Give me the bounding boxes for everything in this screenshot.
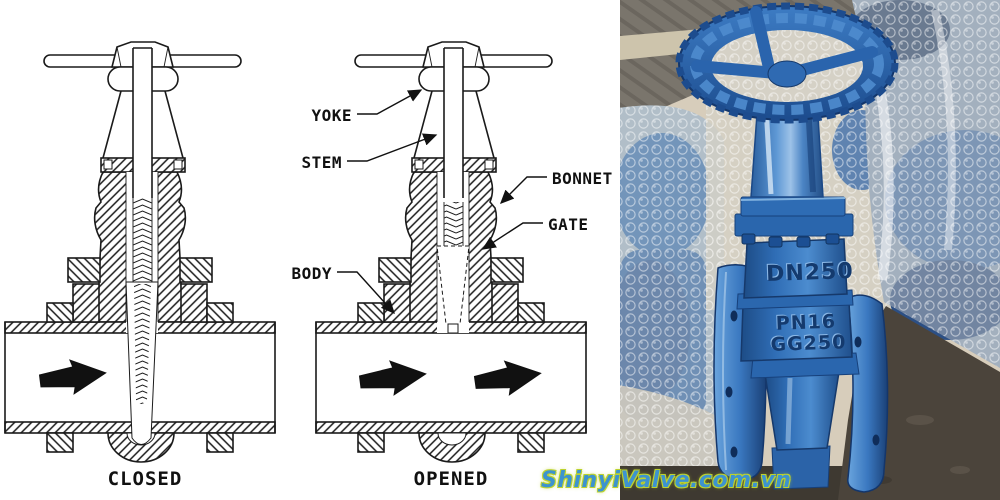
flow-arrow bbox=[38, 359, 107, 395]
blue-gate-valve: DN250 DN250 PN16 PN16 GG250 GG250 bbox=[675, 2, 899, 493]
label-bonnet: BONNET bbox=[552, 169, 613, 188]
wrapped-valves-right bbox=[850, 0, 1000, 368]
marking-material-relief: GG250 bbox=[769, 330, 846, 355]
marking-size: DN250 bbox=[766, 259, 854, 287]
valve-right-flange bbox=[847, 294, 889, 493]
part-labels: YOKE STEM BONNET GATE BODY bbox=[291, 89, 613, 315]
caption-opened: OPENED bbox=[414, 468, 489, 490]
label-gate: GATE bbox=[548, 215, 589, 234]
marking-material: GG250 bbox=[770, 331, 847, 356]
flow-arrow bbox=[358, 360, 427, 396]
marking-pressure: PN16 bbox=[775, 311, 836, 335]
watermark-text: ShinyiValve.com.vn bbox=[541, 468, 792, 493]
gate-valve-cross-section-diagram: YOKE STEM BONNET GATE BODY CLOSED OPENED bbox=[4, 41, 613, 490]
closed-valve-diagram bbox=[4, 41, 276, 463]
marking-pressure-relief: PN16 bbox=[774, 310, 835, 334]
label-yoke: YOKE bbox=[311, 106, 352, 125]
label-stem: STEM bbox=[301, 153, 342, 172]
valve-product-photo: DN250 DN250 PN16 PN16 GG250 GG250 bbox=[620, 0, 1000, 500]
opened-valve-diagram bbox=[315, 41, 587, 463]
valve-cast-markings: DN250 DN250 PN16 PN16 GG250 GG250 bbox=[765, 258, 854, 356]
flow-arrow bbox=[473, 360, 542, 396]
marking-size-relief: DN250 bbox=[765, 258, 853, 286]
wrapped-valve-left bbox=[620, 105, 724, 480]
caption-closed: CLOSED bbox=[108, 468, 183, 490]
label-body: BODY bbox=[291, 264, 332, 283]
valve-handwheel bbox=[675, 2, 899, 124]
valve-bonnet-joint bbox=[734, 196, 854, 248]
